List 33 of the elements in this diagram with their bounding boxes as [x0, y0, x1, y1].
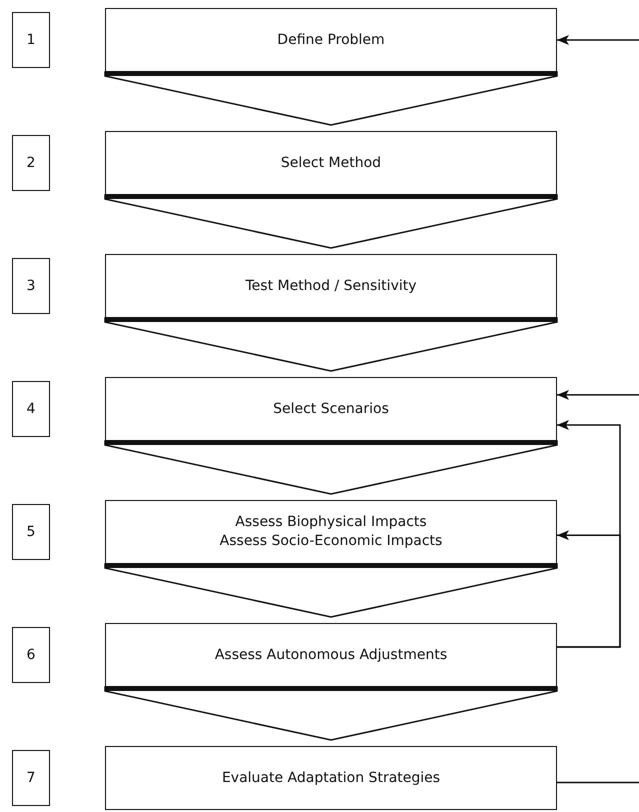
step-label: Select Scenarios: [273, 400, 389, 418]
connector-line: [557, 782, 639, 784]
step-label: Define Problem: [277, 30, 385, 50]
step-number-box: [12, 258, 50, 314]
process-box: [105, 8, 557, 72]
step-number: 6: [26, 646, 36, 664]
step-number-box: [12, 627, 50, 683]
feedback-arrow: [557, 530, 621, 648]
process-box: [105, 623, 557, 687]
step-number-box: [12, 381, 50, 437]
process-box: [105, 500, 557, 564]
step-number: 2: [26, 154, 36, 172]
process-box: [105, 746, 557, 810]
step-label: Assess Biophysical Impacts: [235, 513, 427, 532]
process-box: [105, 254, 557, 318]
step-label: Assess Autonomous Adjustments: [214, 646, 448, 664]
step-number: 4: [26, 400, 36, 418]
step-label: Evaluate Adaptation Strategies: [222, 768, 440, 788]
process-box: [105, 377, 557, 441]
step-label: Test Method / Sensitivity: [245, 276, 417, 296]
process-box: [105, 131, 557, 195]
step-number-box: [12, 750, 50, 806]
step-number-box: [12, 135, 50, 191]
step-number: 7: [26, 768, 36, 788]
arrow: [557, 35, 639, 45]
step-number-box: [12, 504, 50, 560]
step-number: 1: [26, 30, 36, 50]
step-number: 5: [26, 522, 36, 542]
step-label: Select Method: [280, 154, 382, 172]
step-label: Assess Socio-Economic Impacts: [220, 532, 442, 551]
step-number-box: [12, 12, 50, 68]
step-number: 3: [26, 276, 36, 296]
arrow: [557, 390, 639, 400]
